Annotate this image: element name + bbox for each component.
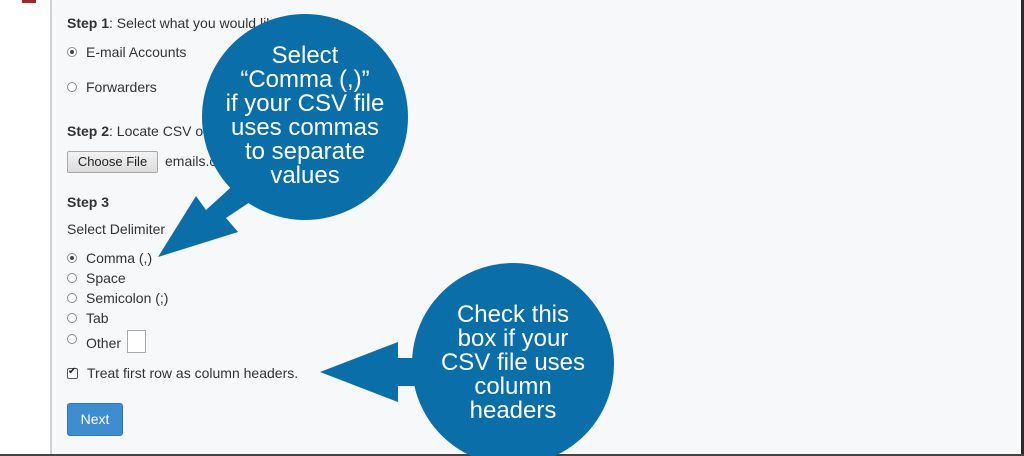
step3-title: Step 3 — [67, 194, 109, 210]
top-callout-line: uses commas — [230, 114, 380, 141]
radio-other-label: Other — [86, 335, 122, 351]
frame-corner-mark — [22, 0, 36, 3]
radio-forwarders-label: Forwarders — [86, 79, 157, 95]
radio-other-button[interactable] — [67, 334, 77, 344]
radio-comma-button[interactable] — [67, 253, 77, 263]
bottom-callout-line: box if your — [457, 325, 569, 352]
bottom-callout-line: headers — [469, 397, 557, 424]
bottom-callout-text: Check this box if your CSV file uses col… — [413, 303, 613, 423]
radio-email-accounts-label: E-mail Accounts — [86, 44, 187, 60]
radio-space-label: Space — [86, 270, 126, 286]
step1-label: Step 1 — [67, 15, 110, 31]
radio-tab-label: Tab — [86, 310, 109, 326]
radio-email-accounts[interactable]: E-mail Accounts — [67, 43, 186, 61]
radio-space[interactable]: Space — [67, 269, 126, 287]
bottom-callout-line: Check this — [456, 301, 570, 328]
radio-other[interactable]: Other — [67, 329, 147, 353]
left-frame — [0, 0, 52, 456]
step1-title: Step 1: Select what you would like to im… — [67, 15, 343, 31]
radio-space-button[interactable] — [67, 273, 77, 283]
top-callout-line: Select — [271, 42, 339, 69]
right-frame-border — [1021, 0, 1024, 456]
delimiter-label: Select Delimiter — [67, 221, 166, 237]
choose-file-button[interactable]: Choose File — [67, 151, 158, 173]
top-callout-line: values — [270, 162, 340, 189]
column-headers-checkbox[interactable] — [67, 366, 78, 379]
top-callout-line: to separate — [244, 138, 366, 165]
bottom-callout-line: CSV file uses — [440, 349, 586, 376]
column-headers-label: Treat first row as column headers. — [87, 365, 299, 381]
step1-text: : Select what you would like to import. — [109, 15, 344, 31]
next-button[interactable]: Next — [67, 403, 123, 436]
bottom-callout-line: column — [474, 373, 552, 400]
radio-semicolon-button[interactable] — [67, 293, 77, 303]
top-callout-line: “Comma (,)” — [240, 66, 370, 93]
radio-forwarders-button[interactable] — [67, 82, 77, 92]
step2-label: Step 2 — [67, 123, 110, 139]
radio-semicolon-label: Semicolon (;) — [86, 290, 169, 306]
top-callout-text: Select “Comma (,)” if your CSV file uses… — [205, 44, 405, 188]
other-delimiter-input[interactable] — [127, 329, 147, 353]
column-headers-option[interactable]: Treat first row as column headers. — [67, 364, 298, 382]
radio-comma-label: Comma (,) — [86, 250, 153, 266]
radio-tab-button[interactable] — [67, 313, 77, 323]
radio-comma[interactable]: Comma (,) — [67, 249, 152, 267]
top-callout-line: if your CSV file — [225, 90, 385, 117]
radio-semicolon[interactable]: Semicolon (;) — [67, 289, 168, 307]
step3-label: Step 3 — [67, 194, 110, 210]
radio-tab[interactable]: Tab — [67, 309, 109, 327]
radio-forwarders[interactable]: Forwarders — [67, 78, 157, 96]
radio-email-accounts-button[interactable] — [67, 47, 77, 57]
